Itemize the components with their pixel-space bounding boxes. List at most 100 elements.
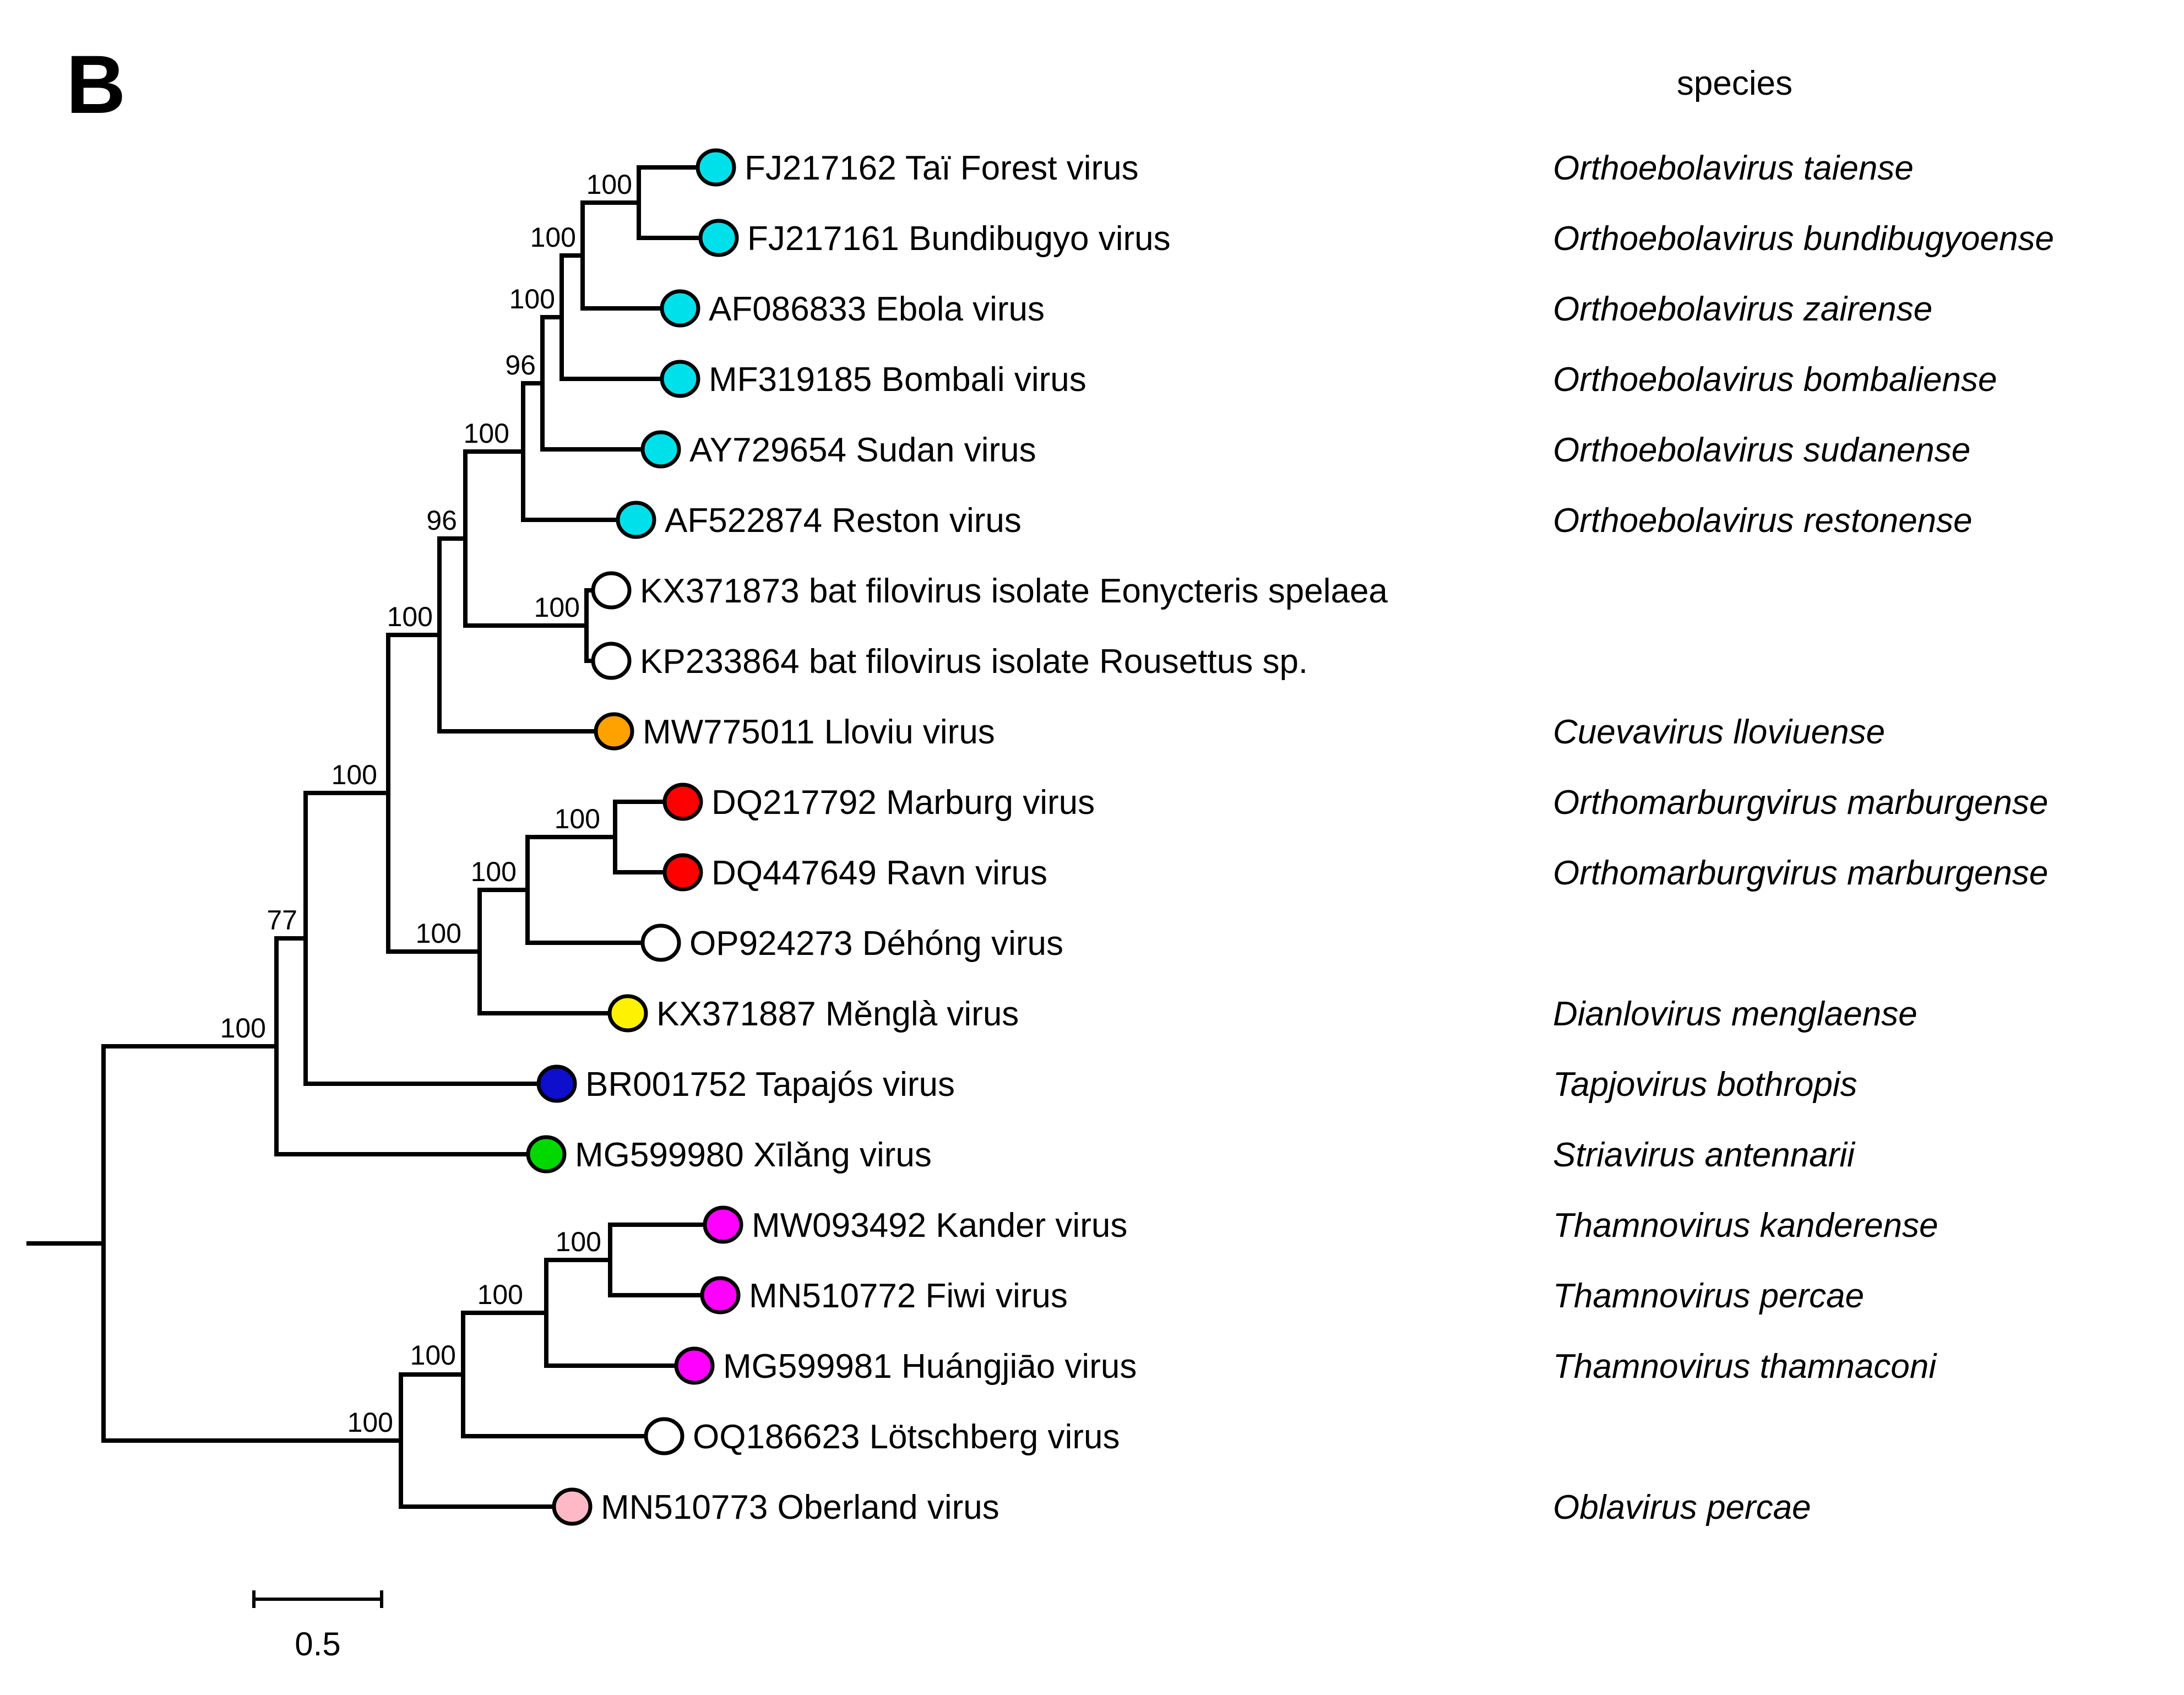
support-plus-lloviu: 100: [387, 601, 433, 632]
tip-row-dehong: OP924273 Déhóng virus: [528, 923, 1063, 963]
tip-row-reston: AF522874 Reston virus: [523, 501, 1022, 540]
tip-row-marburg: DQ217792 Marburg virus: [615, 783, 1095, 822]
species-tapajos: Tapjovirus bothropis: [1553, 1066, 1857, 1104]
scale-bar-label: 0.5: [295, 1626, 340, 1663]
branch-node-i: [303, 633, 390, 954]
tip-label-bombali: MF319185 Bombali virus: [709, 361, 1086, 399]
support-plus-tapajos: 77: [267, 905, 297, 936]
support-plus-dehong: 100: [471, 856, 517, 887]
branch-node-h: [386, 536, 442, 734]
tip-circle-reston: [616, 501, 656, 539]
branch-node-a: [580, 165, 641, 240]
species-reston: Orthoebolavirus restonense: [1553, 502, 1973, 540]
support-ebolavirus-plus-batclade: 96: [426, 505, 457, 536]
tip-label-huangjiao: MG599981 Huángjiāo virus: [723, 1348, 1137, 1386]
branch-node-b: [559, 200, 585, 311]
branch-node-c: [540, 253, 564, 381]
tip-label-dehong: OP924273 Déhóng virus: [689, 925, 1063, 963]
branch-node-f: [437, 449, 468, 628]
bootstrap-labels: 100 100 100 96 100 96 100 100 100 77 100…: [220, 169, 632, 1438]
tip-circle-bundibugyo: [698, 219, 739, 257]
tip-label-kander: MW093492 Kander virus: [752, 1207, 1127, 1245]
branch-node-j: [274, 791, 308, 1086]
support-plus-bombali: 100: [509, 284, 555, 314]
tip-label-tapajos: BR001752 Tapajós virus: [585, 1066, 955, 1104]
branch-node-m3: [386, 888, 482, 1015]
tip-label-fiwi: MN510772 Fiwi virus: [749, 1277, 1068, 1315]
species-xilang: Striavirus antennarii: [1553, 1136, 1856, 1174]
support-filovirid-core: 100: [332, 759, 377, 790]
tip-row-ebola: AF086833 Ebola virus: [583, 289, 1045, 328]
tip-circle-kander: [703, 1205, 743, 1244]
species-huangjiao: Thamnovirus thamnaconi: [1553, 1348, 1937, 1386]
tip-circle-ebola: [660, 289, 700, 328]
tip-circle-ravn: [662, 853, 703, 892]
tip-label-ravn: DQ447649 Ravn virus: [711, 854, 1047, 892]
species-marburg: Orthomarburgvirus marburgense: [1553, 784, 2048, 822]
tip-circle-fiwi: [700, 1276, 741, 1314]
tip-circle-bombali: [660, 360, 700, 398]
tip-label-ebola: AF086833 Ebola virus: [709, 290, 1045, 328]
tip-row-bundibugyo: FJ217161 Bundibugyo virus: [639, 219, 1171, 258]
branch-node-t2: [461, 1258, 548, 1368]
branch-node-m2: [477, 835, 530, 945]
tip-row-oberland: MN510773 Oberland virus: [401, 1487, 999, 1526]
tip-circle-bat-filovirus-eonycteris: [591, 571, 632, 610]
tip-row-huangjiao: MG599981 Huángjiāo virus: [546, 1346, 1137, 1386]
branch-node-g-batclade: [463, 588, 589, 663]
tip-label-tai-forest: FJ217162 Taï Forest virus: [745, 149, 1139, 187]
branch-node-m1: [525, 800, 617, 874]
species-column: Orthoebolavirus taiense Orthoebolavirus …: [1553, 149, 2054, 1526]
tip-row-fiwi: MN510772 Fiwi virus: [610, 1276, 1068, 1315]
tip-row-kander: MW093492 Kander virus: [610, 1205, 1127, 1245]
tip-label-marburg: DQ217792 Marburg virus: [711, 784, 1095, 822]
species-mengla: Dianlovirus menglaense: [1553, 995, 1917, 1033]
branch-node-d: [521, 315, 545, 452]
support-plus-oberland: 100: [347, 1407, 393, 1438]
tree-branches: [26, 165, 641, 1509]
tip-row-lloviu: MW775011 Lloviu virus: [439, 712, 995, 751]
branch-node-e: [463, 381, 525, 522]
support-bat-filovirus-clade: 100: [534, 592, 580, 623]
tip-label-loetschberg: OQ186623 Lötschberg virus: [693, 1418, 1120, 1456]
tip-circle-lloviu: [594, 712, 634, 751]
tip-circle-huangjiao: [674, 1346, 715, 1385]
branch-node-t3: [399, 1311, 465, 1438]
tip-circle-oberland: [552, 1487, 593, 1526]
species-kander: Thamnovirus kanderense: [1553, 1207, 1938, 1245]
tip-circle-marburg: [662, 783, 703, 821]
tip-row-sudan: AY729654 Sudan virus: [542, 430, 1036, 469]
tip-circle-tai-forest: [696, 148, 736, 187]
species-ravn: Orthomarburgvirus marburgense: [1553, 854, 2048, 892]
support-plus-sudan: 96: [505, 350, 536, 381]
tip-row-tapajos: BR001752 Tapajós virus: [306, 1064, 955, 1104]
species-ebola: Orthoebolavirus zairense: [1553, 290, 1932, 328]
tip-label-mengla: KX371887 Měnglà virus: [656, 995, 1019, 1033]
branch-root: [26, 1044, 106, 1443]
tip-row-tai-forest: FJ217162 Taï Forest virus: [639, 148, 1139, 187]
tip-label-bat-filovirus-rousettus: KP233864 bat filovirus isolate Rousettus…: [640, 643, 1308, 681]
tip-row-ravn: DQ447649 Ravn virus: [615, 853, 1047, 892]
branch-node-k: [101, 936, 279, 1156]
tip-row-bat-filovirus-rousettus: KP233864 bat filovirus isolate Rousettus…: [586, 642, 1308, 681]
support-marburg-ravn: 100: [555, 803, 600, 834]
species-bundibugyo: Orthoebolavirus bundibugyoense: [1553, 220, 2054, 258]
support-plus-huangjiao: 100: [477, 1279, 523, 1310]
species-bombali: Orthoebolavirus bombaliense: [1553, 361, 1997, 399]
panel-label: B: [66, 38, 126, 131]
tip-row-mengla: KX371887 Měnglà virus: [480, 994, 1019, 1033]
tip-circle-mengla: [607, 994, 648, 1033]
tip-row-xilang: MG599980 Xīlǎng virus: [276, 1135, 932, 1174]
tip-label-bat-filovirus-eonycteris: KX371873 bat filovirus isolate Eonycteri…: [640, 572, 1388, 610]
species-sudan: Orthoebolavirus sudanense: [1553, 431, 1970, 469]
support-plus-mengla: 100: [416, 918, 461, 949]
support-plus-ebola: 100: [530, 222, 576, 253]
tip-circle-tapajos: [536, 1064, 577, 1103]
species-lloviu: Cuevavirus lloviuense: [1553, 713, 1885, 751]
tip-circle-loetschberg: [644, 1417, 684, 1455]
scale-bar: 0.5: [252, 1590, 383, 1663]
tip-row-bombali: MF319185 Bombali virus: [562, 360, 1086, 399]
support-tai-bundibugyo: 100: [586, 169, 632, 200]
tip-rows: FJ217162 Taï Forest virus FJ217161 Bundi…: [276, 148, 1388, 1526]
tip-circle-xilang: [526, 1135, 567, 1174]
